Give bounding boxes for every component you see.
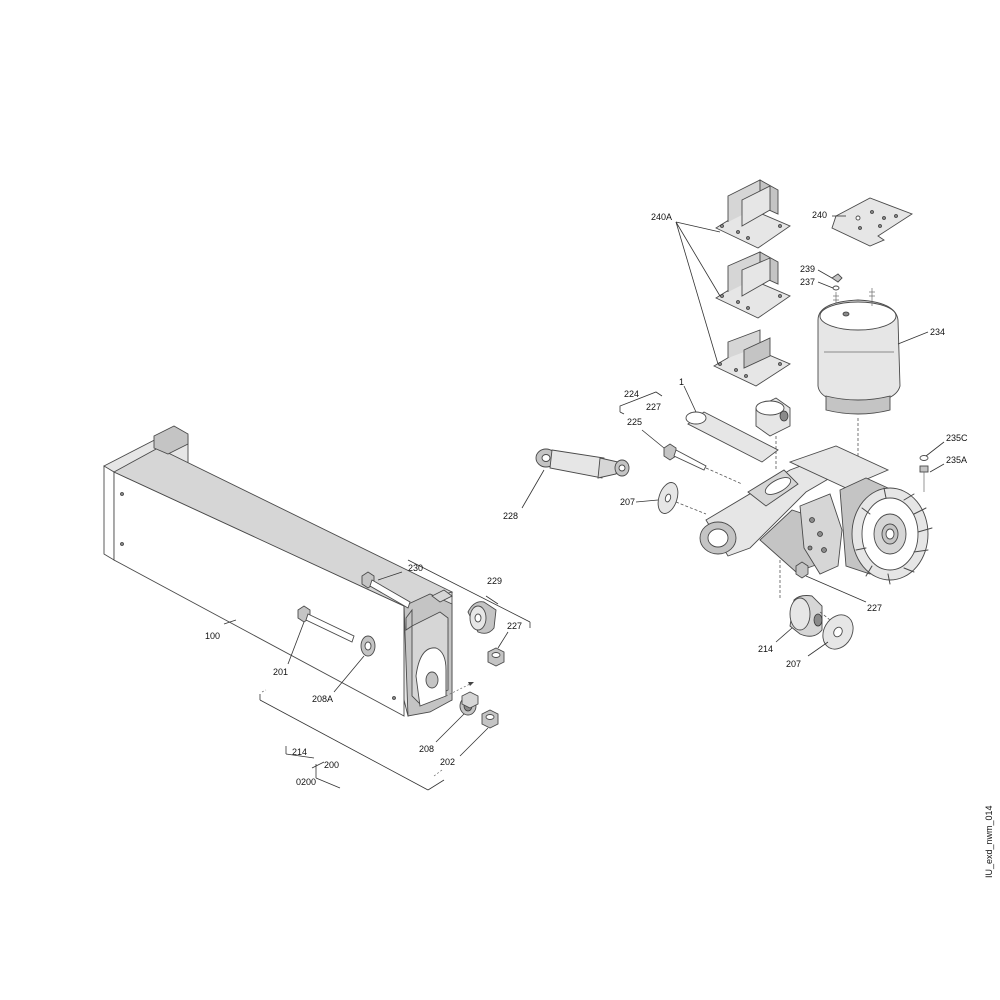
nut-202 xyxy=(459,709,499,757)
assembly-bracket-200 xyxy=(259,689,445,791)
callout-208a: 208A xyxy=(312,694,334,704)
wheel-hub xyxy=(851,487,933,585)
callout-234: 234 xyxy=(930,327,946,337)
washer-207-lower xyxy=(807,611,854,657)
bushing-214-right xyxy=(775,595,823,643)
bracket-240a-middle xyxy=(715,251,791,319)
callout-201: 201 xyxy=(273,667,289,677)
callout-100: 100 xyxy=(205,631,221,641)
bracket-240a-bottom xyxy=(713,329,791,387)
bushing-229 xyxy=(467,595,499,634)
callout-240a: 240A xyxy=(651,212,673,222)
upper-bushing xyxy=(755,397,791,470)
callout-227-upper: 227 xyxy=(646,402,662,412)
washer-235c xyxy=(919,441,945,461)
cylinder-1 xyxy=(683,385,779,463)
arrow-dashed xyxy=(445,681,475,697)
bracket-224-227 xyxy=(619,391,663,415)
callout-207-upper: 207 xyxy=(620,497,636,507)
leader-240a xyxy=(675,221,721,365)
washer-208a xyxy=(333,635,376,693)
washer-237 xyxy=(817,281,840,312)
bolt-201 xyxy=(287,605,355,665)
washer-208 xyxy=(435,691,479,743)
washer-207-upper xyxy=(635,482,707,515)
callout-235c: 235C xyxy=(946,433,968,443)
callout-228: 228 xyxy=(503,511,519,521)
callout-0200: 0200 xyxy=(296,777,317,787)
callout-237: 237 xyxy=(800,277,816,287)
callout-208: 208 xyxy=(419,744,435,754)
assembly-bracket-229 xyxy=(407,559,531,628)
callout-235a: 235A xyxy=(946,455,968,465)
callout-225: 225 xyxy=(627,417,643,427)
wheel-studs xyxy=(855,487,933,585)
bracket-240a-top xyxy=(715,179,791,249)
callout-207-lower: 207 xyxy=(786,659,802,669)
damper-228 xyxy=(521,448,630,509)
callout-200: 200 xyxy=(324,760,340,770)
callout-229: 229 xyxy=(487,576,503,586)
callout-224: 224 xyxy=(624,389,640,399)
leaders-227-1-right xyxy=(779,560,867,603)
callout-240: 240 xyxy=(812,210,828,220)
drawing-id: IU_exd_nwm_014 xyxy=(984,805,994,878)
callout-1: 1 xyxy=(679,377,685,387)
callout-227-left: 227 xyxy=(507,621,523,631)
air-spring-234 xyxy=(817,288,929,460)
plate-240 xyxy=(831,197,913,247)
callout-202: 202 xyxy=(440,757,456,767)
bolt-225 xyxy=(641,429,743,485)
callout-239: 239 xyxy=(800,264,816,274)
nut-239 xyxy=(817,269,843,283)
callout-227-right: 227 xyxy=(867,603,883,613)
callout-214-right: 214 xyxy=(758,644,774,654)
callout-214-left: 214 xyxy=(292,747,308,757)
bolt-235a xyxy=(919,463,945,492)
callout-230: 230 xyxy=(408,563,424,573)
nut-227-left xyxy=(487,631,509,667)
bolt-230 xyxy=(361,571,411,609)
